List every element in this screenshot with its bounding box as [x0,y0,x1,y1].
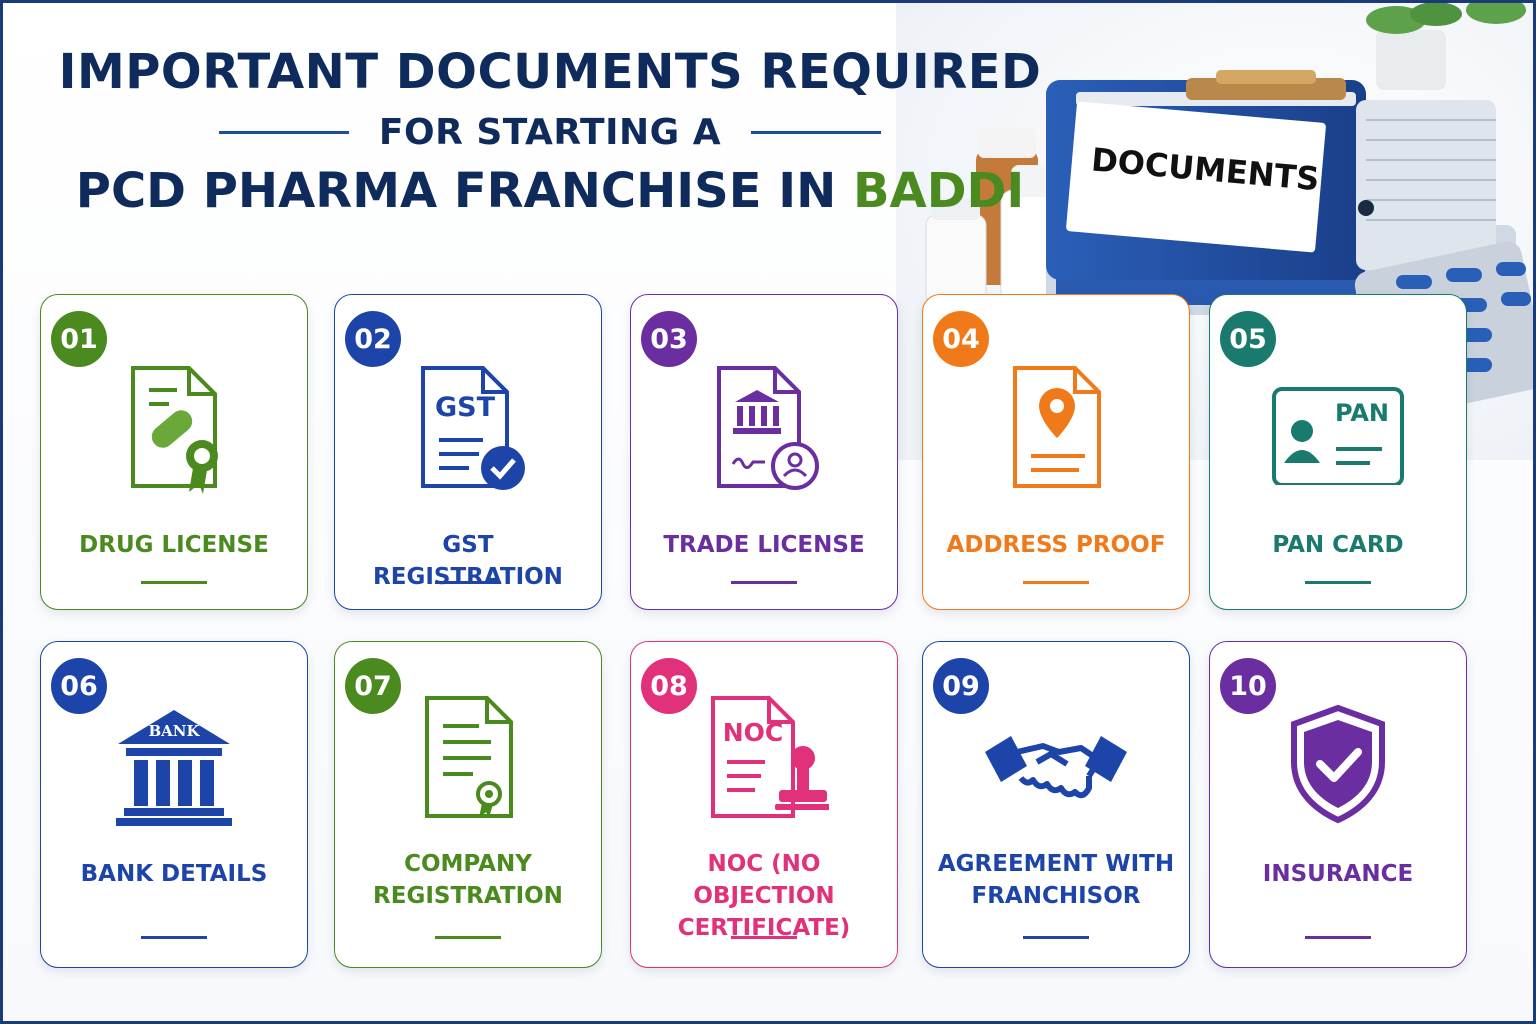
card-underline [1023,936,1089,939]
card-label: NOC (NO OBJECTION CERTIFICATE) [641,848,887,944]
card-drug-license: 01 DRUG LICENSE [40,294,308,610]
trade-license-document-icon [699,360,829,504]
title-line-3: PCD PHARMA FRANCHISE IN BADDI [40,159,1060,223]
address-pin-document-icon [1001,360,1111,504]
noc-icon-text: NOC [722,718,784,747]
card-underline [141,581,207,584]
card-noc: 08 NOC NOC (NO OBJECTION CERTIFICATE) [630,641,898,968]
card-label-line-1: AGREEMENT WITH [937,851,1175,877]
card-gst-registration: 02 GST GST REGISTRATION [334,294,602,610]
card-underline [435,936,501,939]
card-label-line-2: CERTIFICATE) [677,915,851,941]
card-underline [731,581,797,584]
page-title: IMPORTANT DOCUMENTS REQUIRED FOR STARTIN… [40,42,1060,223]
card-number-badge: 08 [641,658,697,714]
pill-bottles [925,128,1080,311]
pan-card-icon: PAN [1270,385,1406,489]
bank-icon-text: BANK [148,722,200,740]
card-label: INSURANCE [1262,861,1414,887]
title-accent-baddi: BADDI [852,163,1025,219]
title-line-2: FOR STARTING A [378,112,722,153]
card-number-badge: 04 [933,311,989,367]
card-label: DRUG LICENSE [79,532,269,558]
card-insurance: 10 INSURANCE [1209,641,1467,968]
binder-stack [1046,70,1516,315]
noc-stamp-document-icon: NOC [699,690,831,834]
handshake-icon [981,722,1131,826]
card-label: COMPANY REGISTRATION [345,848,591,912]
card-number-badge: 07 [345,658,401,714]
card-pan-card: 05 PAN PAN CARD [1209,294,1467,610]
card-number-badge: 02 [345,311,401,367]
bank-building-icon: BANK [112,700,236,834]
card-company-registration: 07 COMPANY REGISTRATION [334,641,602,968]
card-label: AGREEMENT WITH FRANCHISOR [933,848,1179,912]
card-underline [1023,581,1089,584]
card-number-badge: 10 [1220,658,1276,714]
title-line-2-row: FOR STARTING A [40,112,1060,153]
card-label: TRADE LICENSE [663,532,865,558]
card-number-badge: 06 [51,658,107,714]
card-label: GST REGISTRATION [373,532,563,590]
drug-license-certificate-icon [119,360,229,504]
card-number-badge: 03 [641,311,697,367]
card-number-badge: 09 [933,658,989,714]
card-label-line-2: REGISTRATION [373,883,563,909]
card-underline [1305,581,1371,584]
card-underline [1305,936,1371,939]
card-number-badge: 05 [1220,311,1276,367]
gst-document-check-icon: GST [403,360,533,504]
hero-photo-documents-binder: DOCUMENTS [896,0,1536,460]
card-underline [731,936,797,939]
card-label: BANK DETAILS [80,861,268,887]
title-line-1: IMPORTANT DOCUMENTS REQUIRED [58,44,1042,100]
card-address-proof: 04 ADDRESS PROOF [922,294,1190,610]
card-label: ADDRESS PROOF [946,532,1166,558]
card-underline [435,581,501,584]
card-underline [141,936,207,939]
company-registration-document-icon [413,690,523,834]
card-label-line-1: NOC (NO OBJECTION [693,851,835,909]
card-agreement-with-franchisor: 09 AGREEMENT WITH FRANCHISOR [922,641,1190,968]
gst-icon-text: GST [434,392,496,423]
card-trade-license: 03 TRADE LICENSE [630,294,898,610]
pan-icon-text: PAN [1334,399,1390,427]
card-label-line-1: COMPANY [404,851,532,877]
title-rule-left [218,131,349,134]
card-bank-details: 06 BANK BANK DETAILS [40,641,308,968]
card-number-badge: 01 [51,311,107,367]
shield-check-icon [1288,704,1388,828]
card-label: PAN CARD [1272,532,1404,558]
title-rule-right [751,131,882,134]
title-line-3-main: PCD PHARMA FRANCHISE IN [75,163,853,219]
plant-decoration [1366,0,1526,90]
card-label-line-2: FRANCHISOR [971,883,1141,909]
